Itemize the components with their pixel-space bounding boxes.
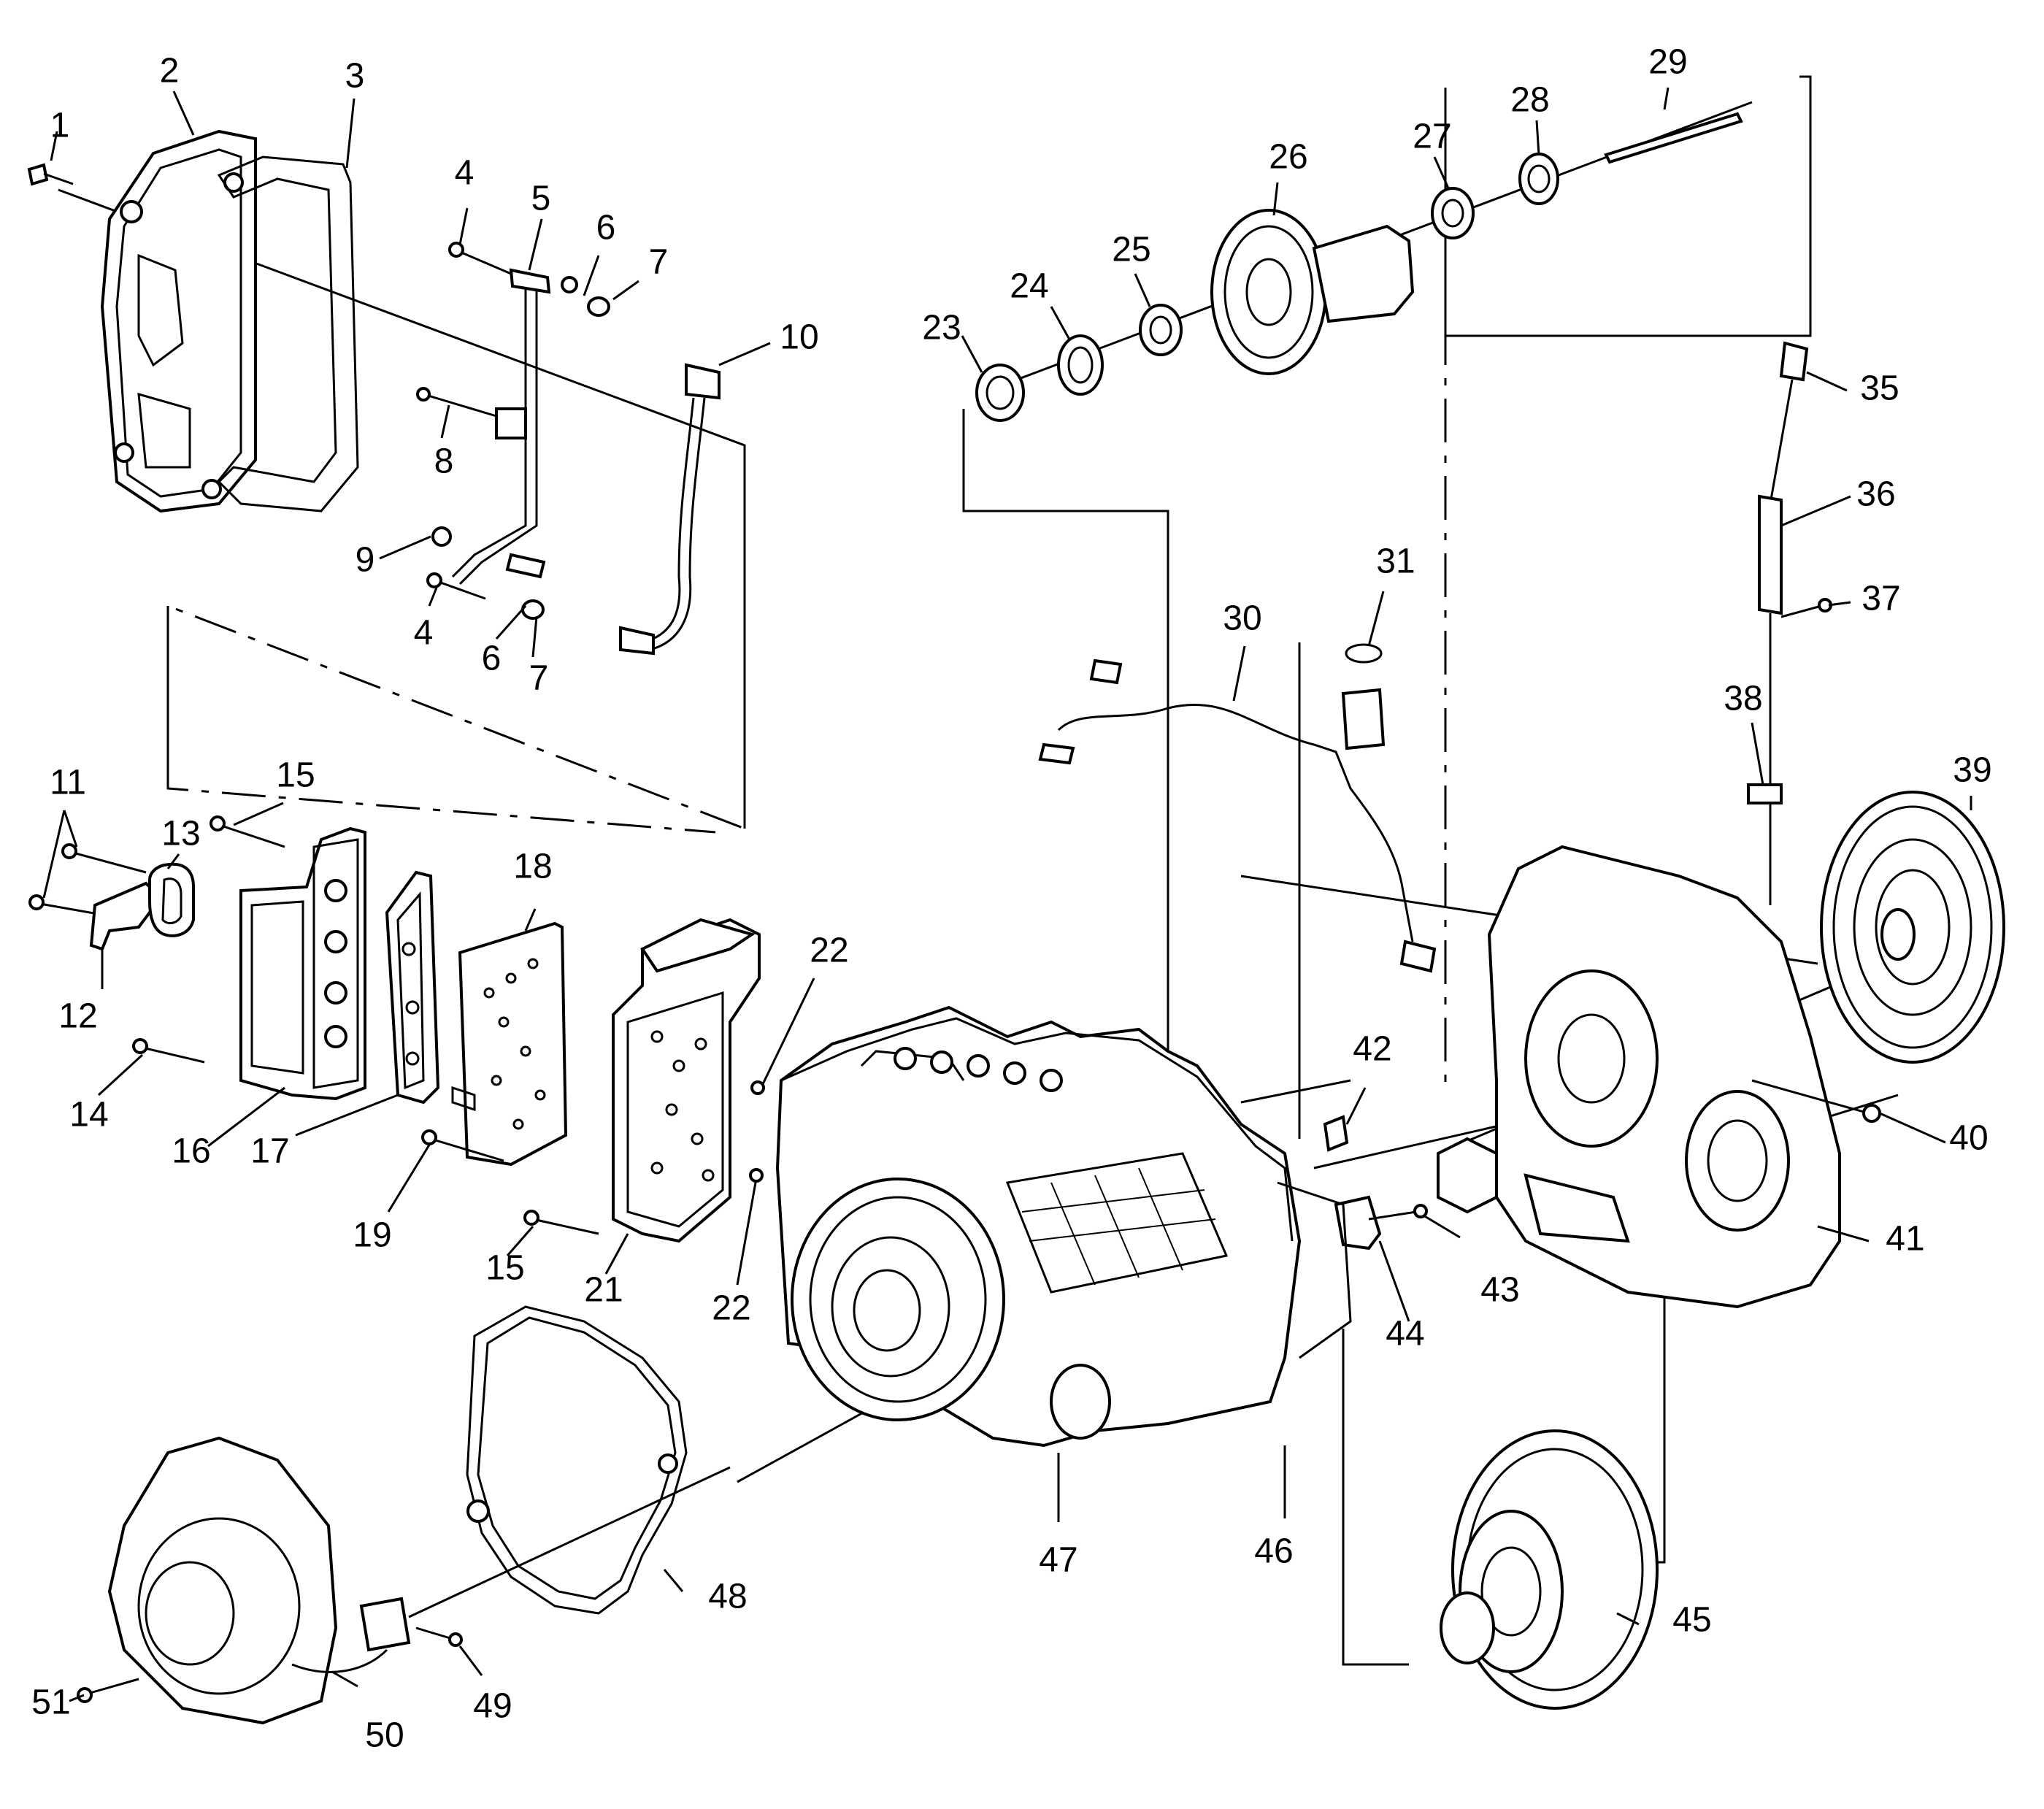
callout-36: 36 bbox=[1856, 475, 1895, 514]
callout-19: 19 bbox=[353, 1216, 391, 1255]
transfer-drive-gear-assembly-parts-23-29 bbox=[975, 101, 1753, 422]
callout-21: 21 bbox=[584, 1271, 623, 1310]
callout-22-upper: 22 bbox=[810, 932, 848, 970]
callout-31: 31 bbox=[1376, 542, 1415, 581]
callout-8: 8 bbox=[434, 442, 454, 481]
callout-7-upper: 7 bbox=[649, 243, 669, 282]
converter-housing-parts-40-41 bbox=[1437, 845, 1881, 1309]
callout-40: 40 bbox=[1949, 1119, 1988, 1158]
callout-labels: 1 2 3 4 5 6 7 8 9 4 6 7 10 11 12 13 14 1… bbox=[31, 43, 1991, 1755]
callout-26: 26 bbox=[1269, 138, 1307, 177]
harness-connector-part-10 bbox=[619, 363, 721, 656]
callout-14: 14 bbox=[69, 1096, 108, 1134]
callout-37: 37 bbox=[1862, 580, 1900, 618]
callout-12: 12 bbox=[58, 997, 97, 1036]
callout-16: 16 bbox=[172, 1132, 210, 1171]
torque-converter-part-39 bbox=[1820, 791, 2005, 1064]
callout-42: 42 bbox=[1353, 1030, 1391, 1069]
callout-28: 28 bbox=[1510, 81, 1549, 120]
leader-lines bbox=[42, 87, 1972, 1702]
transmission-case-parts-46-47 bbox=[775, 1005, 1352, 1448]
callout-25: 25 bbox=[1112, 231, 1150, 269]
callout-18: 18 bbox=[513, 848, 552, 886]
callout-6-upper: 6 bbox=[596, 209, 616, 247]
solenoid-bracket-parts-11-14 bbox=[28, 843, 205, 1064]
callout-5: 5 bbox=[531, 180, 551, 218]
callout-17: 17 bbox=[250, 1132, 289, 1171]
oil-tube-assembly-parts-4-9 bbox=[416, 242, 610, 620]
callout-30: 30 bbox=[1223, 599, 1261, 638]
callout-38: 38 bbox=[1724, 680, 1762, 718]
callout-2: 2 bbox=[160, 52, 180, 91]
callout-29: 29 bbox=[1648, 43, 1687, 82]
callout-43: 43 bbox=[1480, 1271, 1519, 1310]
valve-body-part-21 bbox=[612, 918, 761, 1243]
cover-gasket-part-48 bbox=[466, 1305, 688, 1615]
callout-4-upper: 4 bbox=[455, 154, 474, 193]
differential-part-45 bbox=[1440, 1429, 1659, 1710]
valve-body-cover-gasket-part-3 bbox=[217, 155, 359, 512]
speed-sensor-parts-42-44 bbox=[1323, 1115, 1428, 1251]
callout-35: 35 bbox=[1860, 369, 1899, 408]
control-solenoid-body-part-16 bbox=[210, 815, 366, 1101]
callout-49: 49 bbox=[473, 1687, 512, 1726]
spacer-plate-gasket-part-17 bbox=[385, 870, 440, 1105]
callout-44: 44 bbox=[1386, 1315, 1424, 1353]
callout-51: 51 bbox=[31, 1683, 70, 1722]
callout-46: 46 bbox=[1254, 1532, 1293, 1571]
callout-24: 24 bbox=[1010, 267, 1048, 306]
callout-45: 45 bbox=[1672, 1601, 1711, 1640]
callout-23: 23 bbox=[922, 309, 961, 347]
callout-15-lower: 15 bbox=[485, 1249, 524, 1288]
callout-13: 13 bbox=[161, 815, 200, 853]
valve-body-bolts-parts-15-19 bbox=[421, 1129, 599, 1235]
callout-9: 9 bbox=[356, 541, 375, 580]
callout-6-lower: 6 bbox=[482, 640, 502, 678]
callout-39: 39 bbox=[1953, 751, 1991, 790]
callout-4-lower: 4 bbox=[414, 614, 434, 653]
check-balls-part-22 bbox=[749, 1080, 765, 1183]
callout-48: 48 bbox=[708, 1578, 747, 1616]
callout-7-lower: 7 bbox=[529, 659, 549, 698]
callout-15-upper: 15 bbox=[276, 756, 315, 795]
callout-3: 3 bbox=[345, 57, 365, 96]
cover-bolt-part-1 bbox=[27, 163, 74, 186]
callout-27: 27 bbox=[1413, 118, 1451, 156]
spacer-plate-part-18 bbox=[451, 921, 568, 1167]
fluid-level-dipstick-parts-35-38 bbox=[1747, 341, 1832, 905]
wiring-harness-parts-30-31 bbox=[1038, 643, 1437, 973]
callout-1: 1 bbox=[50, 107, 70, 145]
valve-body-cover-part-2 bbox=[100, 129, 257, 513]
callout-11: 11 bbox=[50, 764, 86, 802]
callout-22-lower: 22 bbox=[712, 1289, 750, 1328]
callout-10: 10 bbox=[780, 318, 818, 357]
callout-47: 47 bbox=[1039, 1541, 1077, 1580]
end-cover-parts-49-51 bbox=[77, 1436, 731, 1725]
callout-50: 50 bbox=[365, 1716, 404, 1755]
callout-41: 41 bbox=[1886, 1220, 1924, 1259]
